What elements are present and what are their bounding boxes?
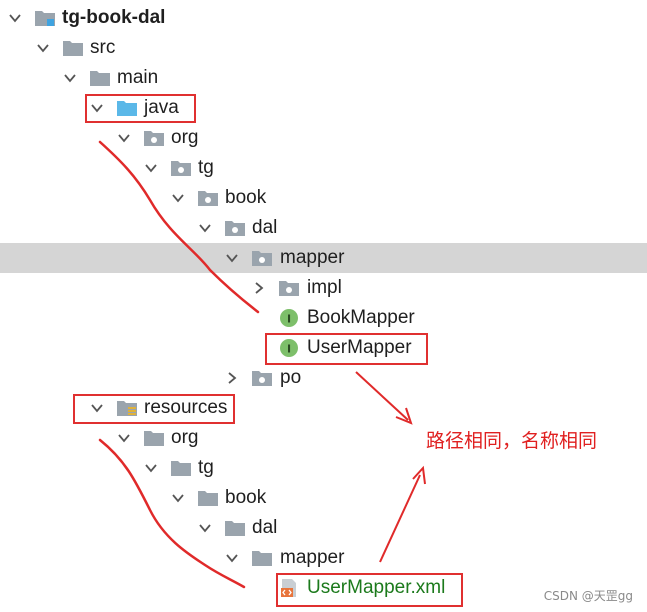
folder-icon bbox=[144, 431, 164, 446]
chevron-down-icon[interactable] bbox=[90, 401, 104, 415]
tree-item-org[interactable]: org bbox=[0, 423, 647, 453]
package-icon bbox=[225, 221, 245, 236]
tree-item-label: mapper bbox=[280, 547, 345, 568]
annotation-text: 路径相同，名称相同 bbox=[426, 430, 598, 452]
tree-item-resources[interactable]: resources bbox=[0, 393, 647, 423]
tree-item-usermapper[interactable]: I UserMapper bbox=[0, 333, 647, 363]
tree-item-label: book bbox=[225, 487, 267, 508]
tree-item-label: book bbox=[225, 187, 267, 208]
chevron-down-icon[interactable] bbox=[90, 101, 104, 115]
watermark: CSDN @天罡gg bbox=[543, 589, 633, 603]
path-squiggle-bottom bbox=[98, 438, 246, 589]
chevron-down-icon[interactable] bbox=[225, 551, 239, 565]
source-folder-icon bbox=[117, 101, 137, 116]
highlight-box-usermapper bbox=[265, 333, 428, 365]
chevron-right-icon[interactable] bbox=[225, 371, 239, 385]
tree-item-label: po bbox=[280, 367, 302, 388]
tree-item-book[interactable]: book bbox=[0, 183, 647, 213]
tree-item-label: tg bbox=[198, 157, 214, 178]
tree-item-tg[interactable]: tg bbox=[0, 153, 647, 183]
folder-icon bbox=[225, 521, 245, 536]
tree-item-label: main bbox=[117, 67, 159, 88]
tree-item-label: tg-book-dal bbox=[62, 7, 166, 28]
tree-item-book[interactable]: book bbox=[0, 483, 647, 513]
folder-icon bbox=[90, 71, 110, 86]
tree-item-label: dal bbox=[252, 517, 278, 538]
tree-item-label: src bbox=[90, 37, 116, 58]
tree-item-src[interactable]: src bbox=[0, 33, 647, 63]
chevron-down-icon[interactable] bbox=[171, 191, 185, 205]
folder-icon bbox=[252, 551, 272, 566]
tree-item-label: dal bbox=[252, 217, 278, 238]
arrow-up-head bbox=[412, 465, 426, 485]
tree-item-bookmapper[interactable]: I BookMapper bbox=[0, 303, 647, 333]
package-icon bbox=[252, 251, 272, 266]
tree-item-label: java bbox=[144, 97, 179, 118]
chevron-down-icon[interactable] bbox=[144, 461, 158, 475]
tree-item-label: BookMapper bbox=[307, 307, 415, 328]
chevron-down-icon[interactable] bbox=[198, 521, 212, 535]
tree-item-po[interactable]: po bbox=[0, 363, 647, 393]
chevron-down-icon[interactable] bbox=[117, 131, 131, 145]
chevron-down-icon[interactable] bbox=[117, 431, 131, 445]
svg-text:I: I bbox=[287, 313, 291, 326]
interface-icon: I bbox=[280, 309, 298, 327]
arrow-up-line bbox=[379, 474, 421, 563]
path-squiggle-top bbox=[98, 140, 260, 314]
tree-item-label: UserMapper.xml bbox=[307, 577, 446, 598]
tree-item-dal[interactable]: dal bbox=[0, 513, 647, 543]
tree-item-label: org bbox=[171, 427, 199, 448]
arrow-down-line bbox=[355, 371, 409, 421]
resources-folder-icon bbox=[117, 401, 137, 416]
tree-item-tg-book-dal[interactable]: tg-book-dal bbox=[0, 3, 647, 33]
xml-file-icon bbox=[281, 579, 296, 597]
interface-icon: I bbox=[280, 339, 298, 357]
tree-item-label: mapper bbox=[280, 247, 345, 268]
tree-item-tg[interactable]: tg bbox=[0, 453, 647, 483]
chevron-down-icon[interactable] bbox=[8, 11, 22, 25]
tree-item-java[interactable]: java bbox=[0, 93, 647, 123]
folder-icon bbox=[198, 491, 218, 506]
folder-icon bbox=[63, 41, 83, 56]
tree-item-label: resources bbox=[144, 397, 228, 418]
chevron-down-icon[interactable] bbox=[63, 71, 77, 85]
chevron-right-icon[interactable] bbox=[252, 281, 266, 295]
tree-item-impl[interactable]: impl bbox=[0, 273, 647, 303]
tree-item-main[interactable]: main bbox=[0, 63, 647, 93]
highlight-box-resources bbox=[73, 394, 235, 424]
tree-item-dal[interactable]: dal bbox=[0, 213, 647, 243]
package-icon bbox=[279, 281, 299, 296]
tree-item-label: org bbox=[171, 127, 199, 148]
tree-item-label: impl bbox=[307, 277, 342, 298]
package-icon bbox=[198, 191, 218, 206]
chevron-down-icon[interactable] bbox=[144, 161, 158, 175]
highlight-box-java bbox=[85, 94, 196, 123]
package-icon bbox=[144, 131, 164, 146]
folder-icon bbox=[171, 461, 191, 476]
chevron-down-icon[interactable] bbox=[36, 41, 50, 55]
chevron-down-icon[interactable] bbox=[225, 251, 239, 265]
tree-item-mapper-selected[interactable]: mapper bbox=[0, 243, 647, 273]
arrow-down-head bbox=[395, 407, 413, 425]
package-icon bbox=[171, 161, 191, 176]
tree-item-usermapper-xml[interactable]: UserMapper.xml bbox=[0, 573, 647, 603]
highlight-box-usermapper-xml bbox=[276, 573, 463, 607]
tree-item-org[interactable]: org bbox=[0, 123, 647, 153]
package-icon bbox=[252, 371, 272, 386]
tree-item-label: tg bbox=[198, 457, 214, 478]
chevron-down-icon[interactable] bbox=[171, 491, 185, 505]
module-folder-icon bbox=[35, 11, 55, 26]
tree-item-label: UserMapper bbox=[307, 337, 412, 358]
chevron-down-icon[interactable] bbox=[198, 221, 212, 235]
svg-text:I: I bbox=[287, 343, 291, 356]
tree-item-mapper[interactable]: mapper bbox=[0, 543, 647, 573]
